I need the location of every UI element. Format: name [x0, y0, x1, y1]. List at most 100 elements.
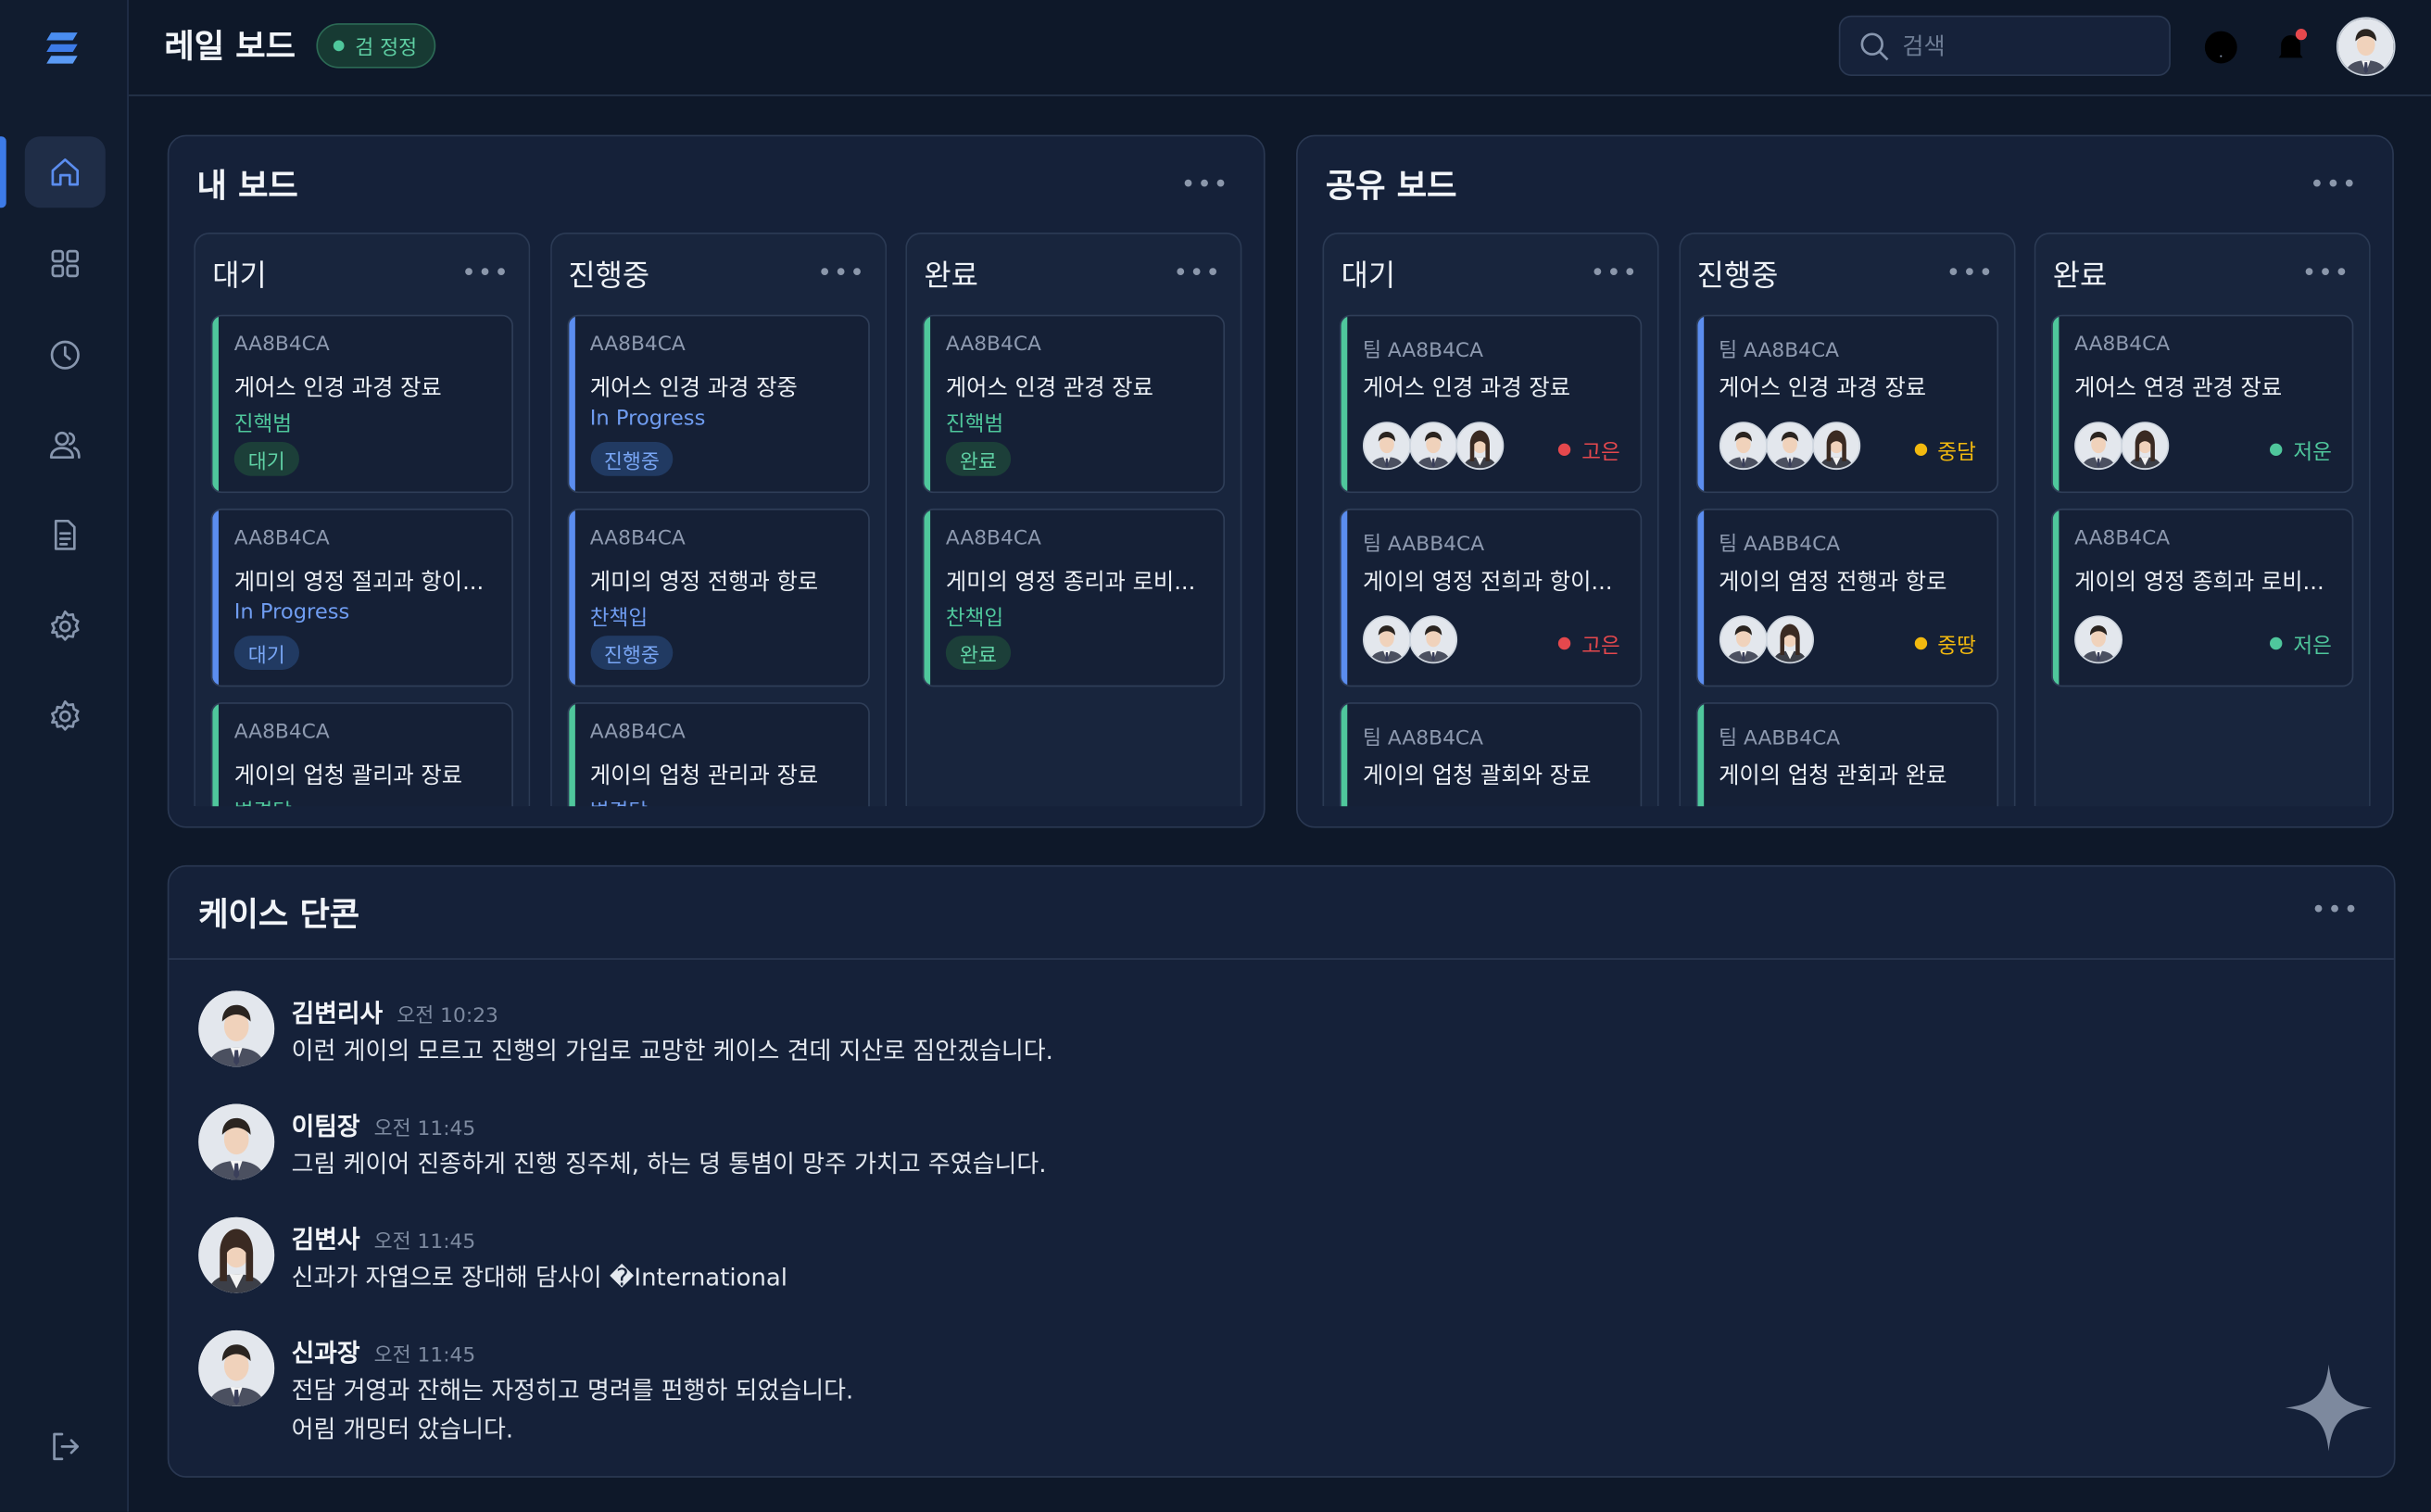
card-status-text: 찬책입	[589, 606, 649, 632]
message-avatar[interactable]	[198, 990, 275, 1067]
board-more-button[interactable]: •••	[2309, 169, 2359, 199]
message-time: 오전 11:45	[373, 1117, 476, 1141]
card-accent-stripe	[212, 510, 219, 686]
message-author: 신과장	[291, 1338, 360, 1368]
sidebar-item-dashboard[interactable]	[25, 228, 106, 299]
card-status-text: 변경담	[234, 794, 292, 807]
search-input[interactable]	[1902, 32, 2151, 60]
sidebar-item-preferences[interactable]	[25, 681, 106, 752]
card-title: 게이의 업청 괄회와 장료	[1363, 764, 1592, 789]
card-title: 게어스 연경 관경 장료	[2074, 376, 2283, 402]
message-line: 어림 개밍터 았습니다.	[291, 1415, 514, 1444]
active-nav-indicator	[0, 136, 6, 208]
priority-dot-icon	[2270, 636, 2283, 650]
gear-icon	[51, 699, 80, 731]
message-text: 전담 거영과 잔해는 자정히고 명려를 펀행하 되었습니다.어림 개밍터 았습니…	[292, 1372, 854, 1450]
card-tag: 완료	[945, 636, 1011, 670]
message-avatar[interactable]	[198, 1329, 275, 1406]
card-title: 게어스 인경 관경 장료	[945, 376, 1153, 402]
card-id: 팀 AABB4CA	[1363, 533, 1485, 557]
clock-icon	[50, 340, 80, 370]
card-accent-stripe	[568, 510, 575, 686]
user-avatar[interactable]	[2336, 17, 2396, 77]
grid-icon	[51, 249, 80, 278]
chat-title: 케이스 단콘	[198, 896, 360, 934]
card-accent-stripe	[2052, 316, 2059, 492]
column-title: 대기	[1341, 258, 1396, 294]
column-more-button[interactable]: •••	[1590, 257, 1639, 287]
card-id: AA8B4CA	[589, 721, 686, 745]
message-time: 오전 11:45	[373, 1343, 476, 1368]
priority-label: 저은	[2293, 634, 2332, 660]
card-id: AA8B4CA	[945, 333, 1041, 357]
card-status-text: 변경담	[590, 794, 648, 807]
sparkle-icon[interactable]	[2284, 1363, 2374, 1453]
card-title: 게어스 인경 과경 장료	[1719, 376, 1927, 402]
assignee-avatar	[1765, 615, 1814, 664]
app-logo-icon[interactable]	[44, 28, 84, 69]
card-accent-stripe	[568, 703, 575, 807]
card-status-text: 진핵범	[945, 412, 1004, 437]
sidebar-item-team[interactable]	[25, 410, 106, 481]
card-status-text: In Progress	[589, 406, 706, 432]
status-badge-label: 검 정정	[355, 37, 418, 61]
column-more-button[interactable]: •••	[1173, 257, 1222, 287]
board-title: 내 보드	[196, 167, 298, 205]
card-id: AA8B4CA	[589, 526, 686, 551]
sidebar-item-home[interactable]	[24, 136, 106, 208]
assignee-avatar	[1811, 422, 1860, 471]
column-more-button[interactable]: •••	[1946, 257, 1995, 287]
sidebar-item-documents[interactable]	[25, 499, 106, 571]
column-title: 완료	[924, 258, 978, 294]
sidebar-item-settings[interactable]	[25, 591, 106, 662]
card-id: 팀 AABB4CA	[1719, 726, 1841, 750]
message-author: 김변사	[291, 1225, 360, 1254]
column-more-button[interactable]: •••	[817, 257, 866, 287]
card-accent-stripe	[568, 316, 575, 492]
priority-dot-icon	[1914, 443, 1927, 457]
priority-dot-icon	[2270, 443, 2283, 457]
search-box[interactable]	[1838, 15, 2171, 77]
message-line: 이런 게이의 모르고 진행의 가입로 교망한 케이스 견데 지산로 짐안겠습니다…	[291, 1037, 1053, 1065]
message-avatar[interactable]	[198, 1216, 275, 1293]
logout-button[interactable]	[25, 1411, 106, 1482]
message-avatar[interactable]	[198, 1103, 275, 1180]
chat-more-button[interactable]: •••	[2311, 894, 2361, 925]
notification-bell-icon[interactable]	[2272, 26, 2311, 67]
assignee-avatar	[1765, 422, 1814, 471]
card-accent-stripe	[924, 510, 931, 686]
board-more-button[interactable]: •••	[1180, 169, 1230, 199]
column-more-button[interactable]: •••	[2301, 257, 2351, 287]
card-accent-stripe	[212, 703, 219, 807]
column-more-button[interactable]: •••	[461, 257, 510, 287]
sidebar-item-history[interactable]	[25, 320, 106, 391]
home-icon	[51, 158, 80, 186]
search-icon	[1860, 32, 1889, 60]
message-author: 김변리사	[291, 998, 384, 1028]
card-title: 게어스 인경 과경 장료	[1363, 376, 1571, 402]
card-id: AA8B4CA	[2074, 526, 2171, 551]
message-time: 오전 11:45	[373, 1230, 476, 1254]
assignee-avatar	[1455, 422, 1505, 471]
help-icon[interactable]	[2201, 28, 2240, 67]
